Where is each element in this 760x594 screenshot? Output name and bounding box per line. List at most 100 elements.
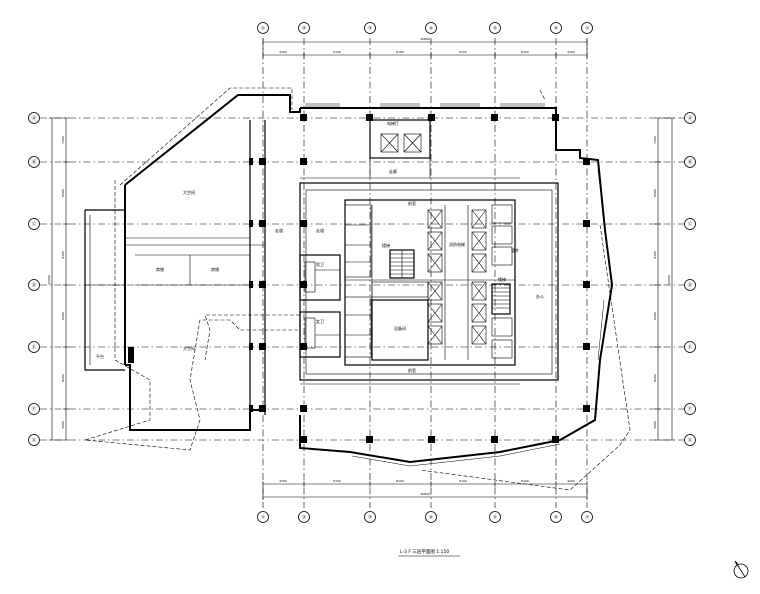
structural-columns	[128, 114, 590, 443]
dim-total-top: 40800	[420, 37, 430, 41]
dim-bottom: 8100	[459, 479, 467, 483]
grid-bubble-left: Ⓑ	[28, 156, 40, 168]
grid-bubble-top: ②	[298, 22, 310, 34]
svg-text:③: ③	[368, 515, 372, 521]
svg-text:Ⓒ: Ⓒ	[688, 221, 693, 228]
svg-text:Ⓖ: Ⓖ	[688, 437, 693, 444]
svg-text:⑤: ⑤	[493, 515, 497, 521]
grid-bubble-bottom: ⑤	[489, 511, 501, 523]
north-service-room	[369, 119, 431, 178]
room-label-room-a: 商铺	[156, 266, 164, 272]
svg-text:Ⓕ: Ⓕ	[32, 406, 37, 413]
grid-bubbles-left: Ⓐ Ⓑ Ⓒ Ⓓ Ⓔ Ⓕ Ⓖ	[28, 112, 40, 446]
dim-right: 8400	[653, 251, 657, 259]
dim-left: 8400	[61, 251, 65, 259]
room-labels: 大空间 商铺 商铺 大空间 平台 走廊 电梯厅 设备间 前室 前室 办公 走道 …	[96, 120, 544, 373]
dim-right: 8400	[653, 189, 657, 197]
central-core	[344, 199, 516, 366]
dimension-chain-top: 40800 4200 8100 8100 8100 8100 4200	[262, 37, 588, 58]
svg-text:⑥: ⑥	[554, 515, 558, 521]
room-label-west-strip2: 走道	[316, 227, 324, 233]
dim-bottom: 8100	[396, 479, 404, 483]
svg-text:Ⓔ: Ⓔ	[688, 344, 693, 351]
grid-bubble-bottom: ②	[298, 511, 310, 523]
svg-text:③: ③	[368, 26, 372, 32]
dim-total-bottom: 40800	[420, 492, 430, 496]
grid-bubble-top: ⑤	[489, 22, 501, 34]
room-label-lift-lobby: 消防电梯	[449, 241, 465, 247]
room-label-right-open: 办公	[536, 293, 544, 299]
svg-text:②: ②	[302, 515, 306, 521]
svg-text:Ⓐ: Ⓐ	[688, 115, 693, 122]
room-label-core-bottom: 前室	[408, 367, 416, 373]
svg-text:④: ④	[429, 26, 433, 32]
grid-bubble-left: Ⓒ	[28, 218, 40, 230]
svg-text:Ⓐ: Ⓐ	[32, 115, 37, 122]
grid-bubble-right: Ⓑ	[684, 156, 696, 168]
grid-bubble-right: Ⓒ	[684, 218, 696, 230]
dim-bottom: 4200	[567, 479, 575, 483]
building-outline	[84, 94, 614, 467]
svg-text:①: ①	[261, 515, 265, 521]
room-label-corridor-n: 走廊	[389, 168, 397, 174]
svg-text:④: ④	[429, 515, 433, 521]
dim-bottom: 8100	[521, 479, 529, 483]
svg-text:Ⓕ: Ⓕ	[688, 406, 693, 413]
grid-bubble-bottom: ⑦	[581, 511, 593, 523]
dim-right: 8400	[653, 312, 657, 320]
dim-right: 8400	[653, 374, 657, 382]
grid-bubble-right: Ⓔ	[684, 341, 696, 353]
dim-top: 4200	[279, 50, 287, 54]
dim-top: 8100	[396, 50, 404, 54]
room-label-shaft: 管井	[511, 247, 519, 253]
dim-right: 3600	[653, 421, 657, 429]
dim-bottom: 8100	[333, 479, 341, 483]
grid-bubble-top: ①	[257, 22, 269, 34]
room-label-left-small: 平台	[96, 353, 104, 359]
grid-bubble-right: Ⓖ	[684, 434, 696, 446]
svg-text:Ⓓ: Ⓓ	[688, 282, 693, 289]
svg-text:Ⓓ: Ⓓ	[32, 282, 37, 289]
dimension-chain-left: 42000 5400 8400 8400 8400 8400 3600	[47, 117, 69, 441]
grid-bubble-left: Ⓖ	[28, 434, 40, 446]
svg-text:①: ①	[261, 26, 265, 32]
grid-bubble-bottom: ④	[425, 511, 437, 523]
grid-bubble-left: Ⓕ	[28, 403, 40, 415]
svg-text:Ⓑ: Ⓑ	[32, 159, 37, 166]
svg-text:⑥: ⑥	[554, 26, 558, 32]
room-label-stair-b: 楼梯	[498, 276, 506, 282]
grid-bubble-left: Ⓐ	[28, 112, 40, 124]
room-label-elevator-lobby: 电梯厅	[387, 120, 399, 126]
room-label-toilet-m: 男卫	[316, 262, 324, 267]
room-label-core-center: 设备间	[394, 325, 406, 331]
svg-text:⑦: ⑦	[585, 26, 589, 32]
grid-bubble-top: ④	[425, 22, 437, 34]
room-label-room-b: 商铺	[211, 266, 219, 272]
drawing-title: L-3 F 三层平面图 1:150	[400, 549, 449, 555]
svg-text:Ⓖ: Ⓖ	[32, 437, 37, 444]
room-label-toilet-f: 女卫	[316, 318, 324, 324]
dim-total-left: 42000	[47, 275, 51, 285]
grid-bubble-right: Ⓓ	[684, 279, 696, 291]
grid-bubble-bottom: ⑥	[550, 511, 562, 523]
dimension-chain-right: 5400 8400 8400 8400 8400 3600 42000	[653, 117, 675, 441]
grid-bubbles-top: ① ② ③ ④ ⑤ ⑥ ⑦	[257, 22, 593, 34]
grid-bubble-bottom: ①	[257, 511, 269, 523]
grid-bubble-right: Ⓐ	[684, 112, 696, 124]
dim-right: 5400	[653, 136, 657, 144]
outer-dashed-outline	[84, 87, 631, 491]
svg-text:Ⓑ: Ⓑ	[688, 159, 693, 166]
room-label-west-strip: 走道	[275, 227, 283, 233]
dim-total-right: 42000	[667, 275, 671, 285]
room-label-hall-sw: 大空间	[183, 345, 195, 351]
dim-left: 8400	[61, 312, 65, 320]
north-arrow-icon	[733, 560, 749, 579]
grid-bubbles-bottom: ① ② ③ ④ ⑤ ⑥ ⑦	[257, 511, 593, 523]
svg-text:Ⓒ: Ⓒ	[32, 221, 37, 228]
grid-bubble-top: ③	[364, 22, 376, 34]
room-label-core-top: 前室	[408, 200, 416, 206]
drawing-title-block: L-3 F 三层平面图 1:150	[398, 549, 460, 557]
grid-bubble-bottom: ③	[364, 511, 376, 523]
dim-top: 4200	[567, 50, 575, 54]
west-toilets	[299, 254, 341, 358]
